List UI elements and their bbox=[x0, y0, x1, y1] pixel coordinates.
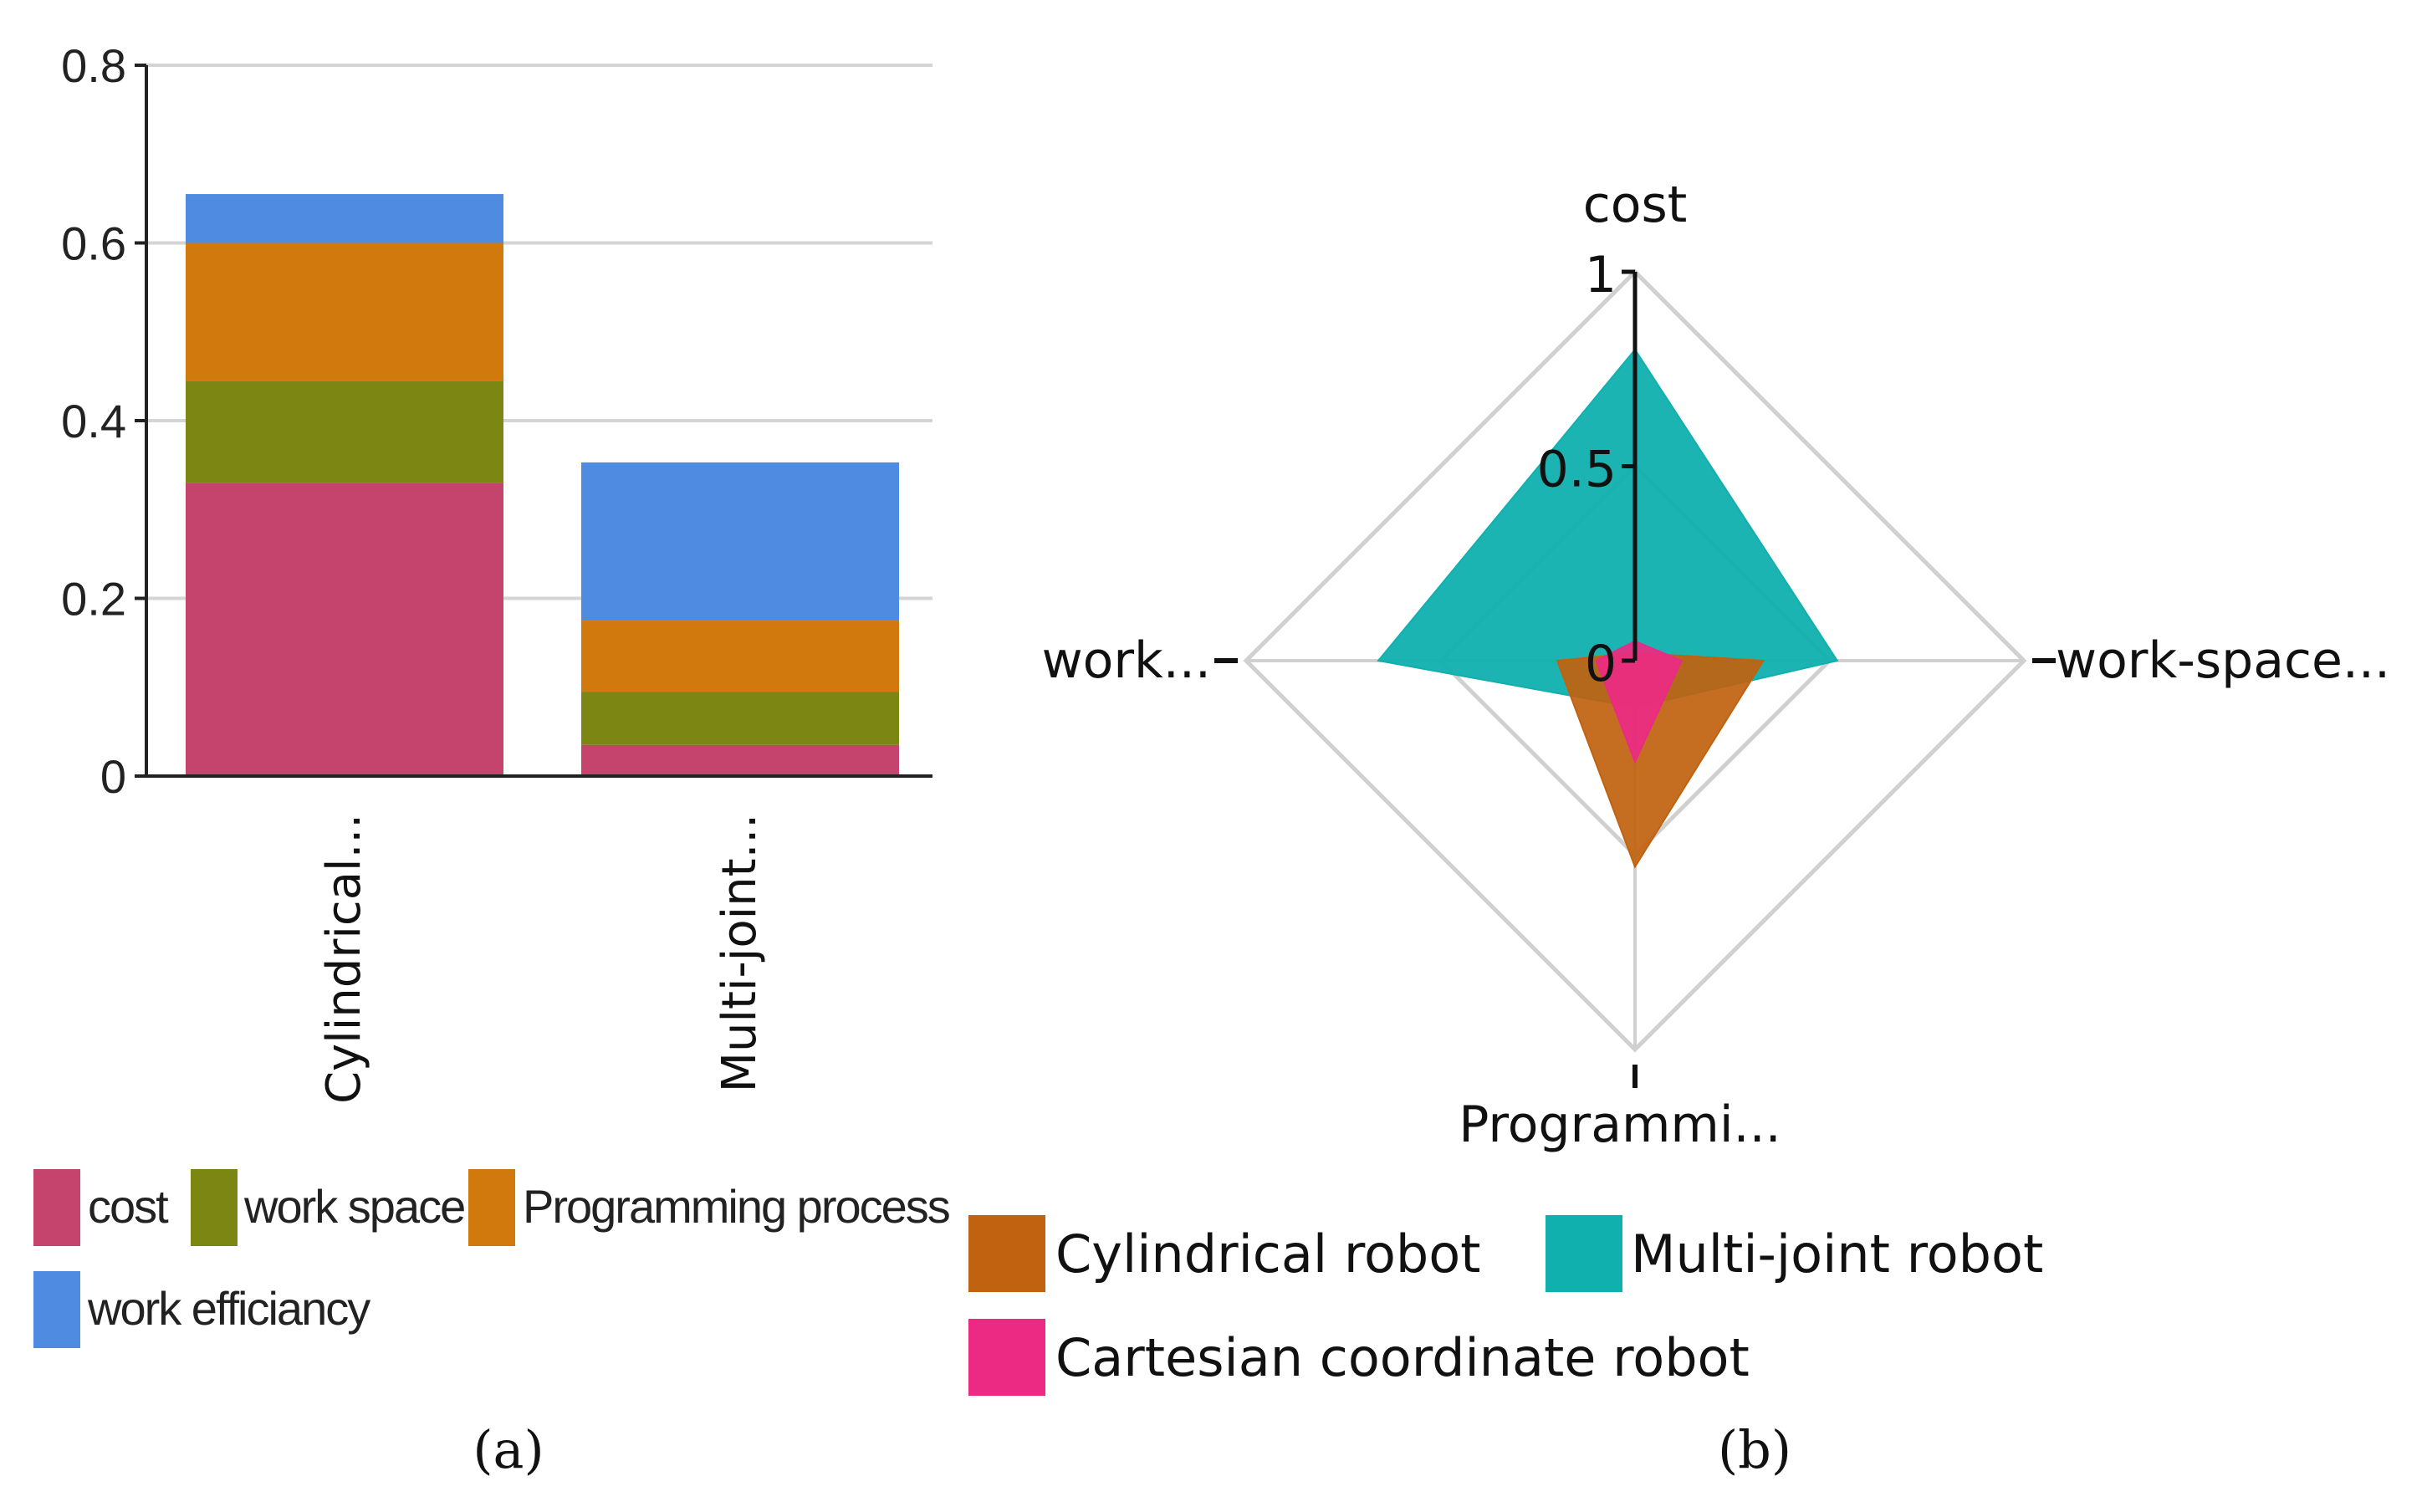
radar-series bbox=[1377, 348, 1839, 869]
legend-swatch bbox=[1546, 1215, 1622, 1292]
legend-label: Multi-joint robot bbox=[1631, 1223, 2043, 1285]
y-tick-label: 0.4 bbox=[61, 395, 126, 447]
radial-tick-label: 0.5 bbox=[1537, 441, 1617, 499]
bar-segment-cost bbox=[581, 744, 899, 776]
legend-b: Cylindrical robot Multi-joint robotCartes… bbox=[968, 1215, 2043, 1396]
legend-swatch bbox=[968, 1319, 1045, 1396]
y-tick-label: 0.8 bbox=[61, 39, 126, 92]
legend-label: work space bbox=[243, 1180, 464, 1233]
legend-swatch bbox=[468, 1169, 515, 1246]
legend-swatch bbox=[191, 1169, 238, 1246]
bar-stacks bbox=[186, 194, 899, 776]
bar-segment-programming-process bbox=[581, 621, 899, 692]
legend-label: Programming process bbox=[523, 1180, 949, 1233]
legend-label: Cylindrical robot bbox=[1055, 1223, 1480, 1285]
panel-label-a: (a) bbox=[473, 1419, 544, 1480]
y-tick-label: 0 bbox=[100, 750, 126, 803]
panel-label-b: (b) bbox=[1718, 1419, 1791, 1480]
axis-labels: cost work-space... Programmi... work... bbox=[1042, 176, 2391, 1154]
legend-a: cost work space Programming process work ef… bbox=[33, 1169, 951, 1348]
y-tick-label: 0.6 bbox=[61, 217, 126, 270]
axes bbox=[135, 64, 932, 778]
legend-label: Cartesian coordinate robot bbox=[1055, 1327, 1750, 1388]
bar-segment-work-efficiancy bbox=[186, 194, 503, 243]
legend-label: work efficiancy bbox=[87, 1282, 370, 1335]
radar-axis-label: cost bbox=[1583, 176, 1687, 234]
bar-segment-work-space bbox=[581, 692, 899, 745]
x-tick-label: Multi-joint... bbox=[713, 814, 767, 1092]
legend-swatch bbox=[33, 1169, 80, 1246]
bar-segment-work-efficiancy bbox=[581, 462, 899, 621]
radial-tick-label: 1 bbox=[1585, 246, 1617, 304]
y-tick-label: 0.2 bbox=[61, 573, 126, 626]
radar-axis-lines bbox=[1214, 269, 2056, 1088]
stacked-bar-chart: 0 0.2 0.4 0.6 0.8 Cylindrical... Multi-joint.… bbox=[33, 39, 951, 1348]
radial-tick-labels: 00.51 bbox=[1537, 246, 1617, 693]
radar-axis-label: work... bbox=[1042, 631, 1211, 690]
radar-area-cartesian-coordinate-robot bbox=[1595, 640, 1684, 764]
radar-chart: 00.51 costwork-space...Programmi...work.… bbox=[968, 176, 2390, 1396]
bar-segment-work-space bbox=[186, 381, 503, 483]
x-tick-label: Cylindrical... bbox=[317, 814, 371, 1104]
legend-label: cost bbox=[88, 1180, 169, 1233]
legend-swatch bbox=[968, 1215, 1045, 1292]
radial-tick-label: 0 bbox=[1585, 635, 1617, 693]
radar-axis-label: Programmi... bbox=[1459, 1096, 1781, 1154]
legend-swatch bbox=[33, 1271, 80, 1348]
x-tick-labels: Cylindrical... Multi-joint... bbox=[317, 814, 767, 1104]
bar-segment-cost bbox=[186, 483, 503, 776]
bar-segment-programming-process bbox=[186, 243, 503, 381]
y-tick-labels: 0 0.2 0.4 0.6 0.8 bbox=[61, 39, 126, 803]
radar-area-cylindrical-robot bbox=[1556, 651, 1765, 869]
radar-axis-label: work-space... bbox=[2056, 631, 2390, 690]
